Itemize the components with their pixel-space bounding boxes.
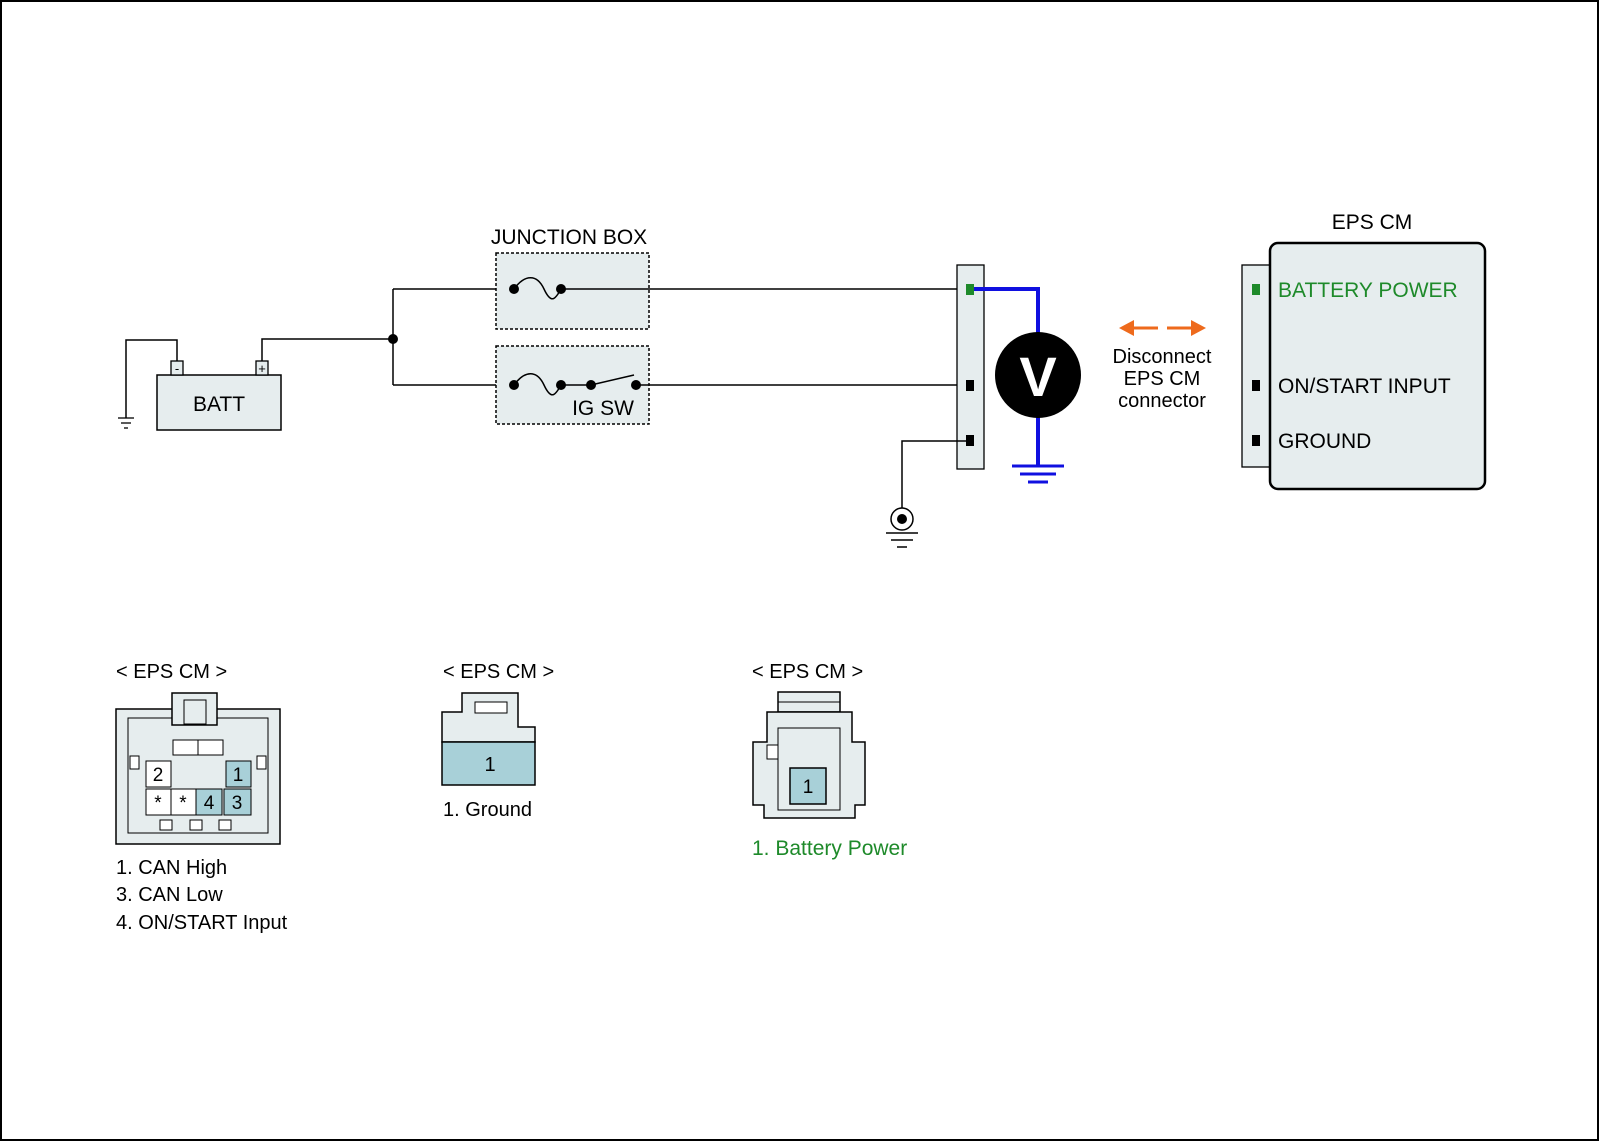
eps-cm-pin-label-on-start: ON/START INPUT bbox=[1278, 375, 1451, 398]
connector-1-pin-label-3: 3 bbox=[232, 793, 243, 814]
battery-minus-sign: - bbox=[175, 361, 179, 376]
junction-box-fuse-compartment bbox=[495, 252, 650, 330]
connector-1-pin-label-2: 2 bbox=[153, 765, 164, 786]
connector-3-title: < EPS CM > bbox=[752, 661, 863, 683]
pin-cell-ground bbox=[441, 741, 536, 786]
chassis-ground-symbol bbox=[118, 417, 134, 429]
ig-switch-label: IG SW bbox=[572, 397, 634, 420]
splice-node bbox=[388, 334, 398, 344]
connector-2-legend-1: 1. Ground bbox=[443, 799, 532, 821]
connector-1-legend-2: 3. CAN Low bbox=[116, 884, 223, 906]
battery-label: BATT bbox=[193, 393, 245, 416]
eps-cm-pin-label-ground: GROUND bbox=[1278, 430, 1371, 453]
pin-cell-battery bbox=[789, 767, 827, 805]
connector-view-2: < EPS CM > 1 1. Ground bbox=[441, 661, 554, 821]
pin-cell-star-a bbox=[145, 788, 172, 816]
disconnect-note-line2: EPS CM bbox=[1124, 368, 1201, 390]
battery-plus-sign: + bbox=[258, 361, 266, 376]
eps-cm-pin-label-battery: BATTERY POWER bbox=[1278, 279, 1458, 302]
battery: BATT - + bbox=[156, 360, 282, 431]
connector-view-3: < EPS CM > 1 1. Battery Power bbox=[752, 661, 907, 860]
pin-cell-star-b bbox=[170, 788, 197, 816]
eps-cm-module-title: EPS CM bbox=[1332, 211, 1413, 234]
connector-1-pin-label-star-b: * bbox=[179, 793, 187, 814]
battery-ground-wire bbox=[125, 339, 178, 418]
junction-box-title: JUNCTION BOX bbox=[491, 226, 647, 249]
pin-cell-3 bbox=[223, 788, 252, 816]
harness-pin-on-start bbox=[966, 380, 974, 391]
body-ground-symbol bbox=[886, 507, 918, 548]
voltmeter bbox=[995, 332, 1081, 418]
pin-cell-2 bbox=[145, 760, 172, 788]
connector-1-pin-label-star-a: * bbox=[154, 793, 162, 814]
connector-1-legend-3: 4. ON/START Input bbox=[116, 912, 288, 934]
voltmeter-leads bbox=[974, 287, 1040, 465]
voltmeter-ground-symbol bbox=[1012, 464, 1064, 484]
eps-cm-pin-battery bbox=[1252, 284, 1260, 295]
pin-cell-1 bbox=[225, 760, 252, 788]
connector-3-pin-label-1: 1 bbox=[803, 777, 814, 798]
harness-pin-ground bbox=[966, 435, 974, 446]
eps-cm-pin-on-start bbox=[1252, 380, 1260, 391]
battery-body bbox=[156, 374, 282, 431]
fuse-ignition-circuit bbox=[509, 373, 596, 396]
disconnect-note-line1: Disconnect bbox=[1113, 346, 1212, 368]
harness-pin-battery bbox=[966, 284, 974, 295]
connector-2-title: < EPS CM > bbox=[443, 661, 554, 683]
eps-cm-module-body bbox=[1268, 241, 1487, 491]
pin-cell-4 bbox=[195, 788, 223, 816]
connector-1-pin-label-4: 4 bbox=[204, 793, 215, 814]
disconnect-arrows bbox=[1119, 320, 1206, 336]
connector-2-pin-label-1: 1 bbox=[484, 754, 495, 776]
voltmeter-label: V bbox=[1019, 345, 1056, 408]
connector-view-1: < EPS CM > 2 1 * * 4 3 1. CAN High 3. CA… bbox=[115, 661, 288, 934]
connector-3-legend-1: 1. Battery Power bbox=[752, 837, 907, 860]
harness-connector bbox=[956, 264, 985, 470]
disconnect-note-line3: connector bbox=[1118, 390, 1206, 412]
connector-1-legend-1: 1. CAN High bbox=[116, 857, 227, 879]
connector-1-pin-label-1: 1 bbox=[233, 765, 244, 786]
connector-1-title: < EPS CM > bbox=[116, 661, 227, 683]
harness-ground-wire bbox=[901, 440, 966, 508]
eps-cm-pin-ground bbox=[1252, 435, 1260, 446]
battery-positive-wire bbox=[261, 288, 514, 386]
